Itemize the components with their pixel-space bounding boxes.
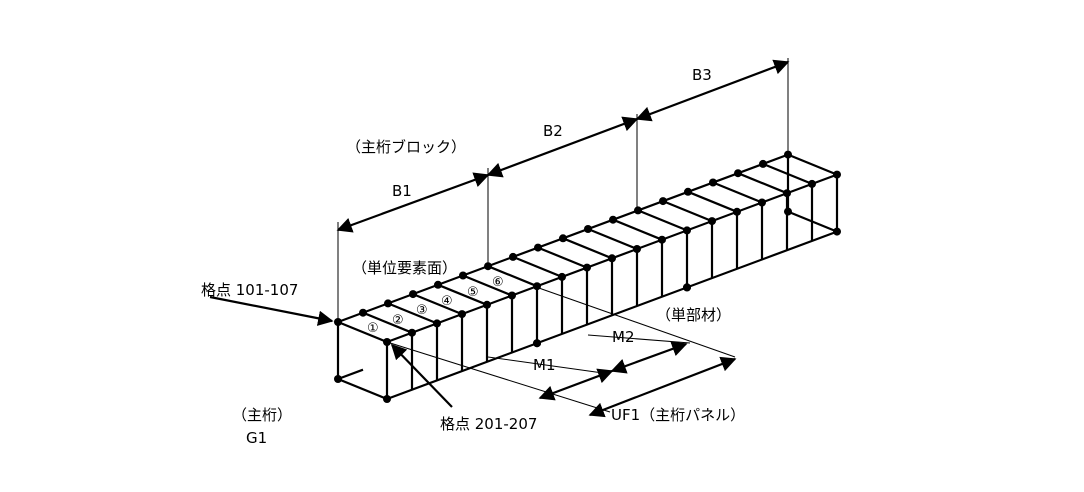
b3-dimension-arrow <box>635 59 790 122</box>
node-point <box>783 189 791 198</box>
node-point <box>659 197 667 206</box>
node-bottom-leader-arrow <box>390 343 453 408</box>
cross-member <box>412 293 463 316</box>
cross-member <box>587 227 638 251</box>
b1-dimension-arrow <box>336 172 490 233</box>
cross-member <box>787 153 838 176</box>
node-point <box>633 245 641 253</box>
node-point <box>484 262 492 271</box>
end-bottom-member <box>337 377 388 401</box>
b3-label: B3 <box>692 66 712 84</box>
node-point <box>759 159 767 168</box>
cross-member <box>637 209 688 232</box>
node-point <box>458 310 466 319</box>
face-number-6: ⑥ <box>492 275 504 290</box>
cross-member <box>537 246 588 269</box>
node-point <box>608 254 616 263</box>
node-point <box>383 395 391 403</box>
m1-dimension-arrow <box>538 368 614 401</box>
main-block-label: （主桁ブロック） <box>346 138 466 156</box>
node-point <box>359 308 367 317</box>
node-point <box>434 280 442 289</box>
node-point <box>558 272 566 281</box>
unit-face-label: （単位要素面） <box>352 259 457 277</box>
node-point <box>334 375 342 383</box>
cross-member <box>362 311 413 334</box>
node-point <box>833 227 841 236</box>
node-point <box>708 217 716 226</box>
cross-member <box>337 320 388 344</box>
node-point <box>409 290 417 299</box>
node-point <box>433 319 441 328</box>
node-bottom-label: 格点 201-207 <box>440 415 537 433</box>
b1-label: B1 <box>392 182 412 200</box>
end-bottom-member <box>787 210 838 233</box>
cross-member <box>712 181 763 204</box>
face-number-3: ③ <box>416 303 428 318</box>
cross-member <box>387 302 438 325</box>
bottom-back-chord <box>337 368 364 381</box>
b2-label: B2 <box>543 122 563 140</box>
node-point <box>508 291 516 300</box>
cross-member <box>612 218 663 241</box>
cross-member <box>662 200 713 223</box>
cross-member <box>462 274 513 297</box>
node-top-label: 格点 101-107 <box>201 281 298 299</box>
m1-label: M1 <box>533 356 556 374</box>
node-point <box>483 300 491 309</box>
member-dimension-arrows <box>538 341 737 418</box>
node-point <box>408 328 416 337</box>
node-point <box>733 207 741 216</box>
node-point <box>808 179 816 188</box>
node-point <box>509 252 517 261</box>
node-point <box>384 299 392 308</box>
node-point <box>683 226 691 235</box>
b2-dimension-arrow <box>486 116 639 178</box>
cross-member <box>437 283 488 306</box>
uf1-dimension-arrow <box>588 356 737 418</box>
node-point <box>758 198 766 207</box>
block-dimension-arrows <box>336 59 790 233</box>
node-point <box>584 225 592 233</box>
cross-member <box>687 190 738 213</box>
node-point <box>533 339 541 348</box>
node-point <box>683 283 691 292</box>
node-point <box>734 169 742 178</box>
node-point <box>583 263 591 272</box>
girder-wireframe <box>334 150 841 403</box>
node-point <box>559 234 567 243</box>
node-point <box>634 206 642 215</box>
uf1-label: UF1（主桁パネル） <box>611 406 745 424</box>
node-point <box>709 178 717 187</box>
face-number-4: ④ <box>441 294 453 309</box>
node-point <box>459 271 467 280</box>
node-point <box>658 235 666 244</box>
face-number-2: ② <box>392 313 404 328</box>
node-top-leader-arrow <box>209 295 334 326</box>
node-point <box>833 170 841 179</box>
node-point <box>534 243 542 252</box>
cross-member <box>487 265 538 288</box>
m2-dimension-arrow <box>610 341 688 374</box>
main-girder-label: （主桁） <box>232 406 292 424</box>
g1-label: G1 <box>246 429 267 447</box>
m2-label: M2 <box>612 328 635 346</box>
cross-member <box>737 172 788 195</box>
node-point <box>533 282 541 291</box>
cross-member <box>562 237 613 260</box>
node-point <box>784 207 792 216</box>
single-member-label: （単部材） <box>656 306 731 324</box>
node-point <box>609 215 617 224</box>
face-number-1: ① <box>367 321 379 336</box>
node-point <box>684 187 692 196</box>
face-numbers: ① ② ③ ④ ⑤ ⑥ <box>367 275 504 336</box>
cross-member <box>512 255 563 278</box>
face-number-5: ⑤ <box>467 285 479 300</box>
